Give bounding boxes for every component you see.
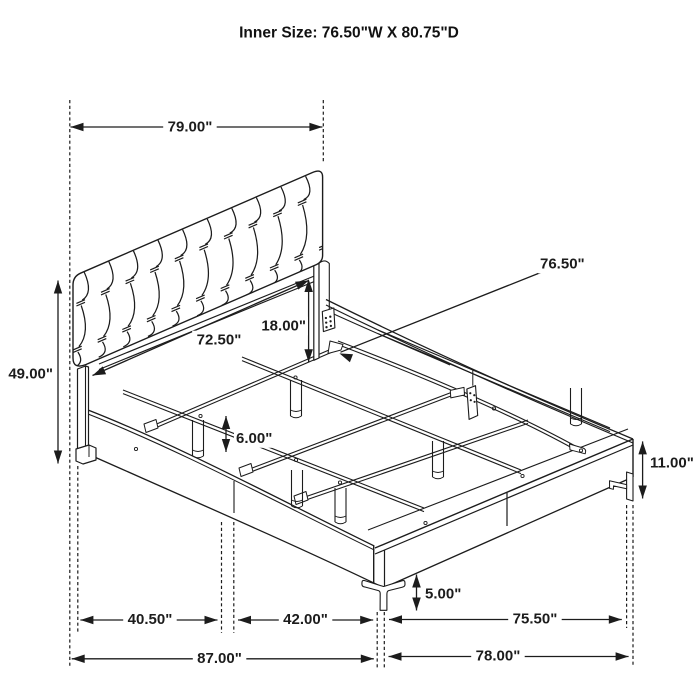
svg-text:78.00": 78.00" <box>476 648 521 665</box>
svg-text:49.00": 49.00" <box>8 366 53 383</box>
svg-text:42.00": 42.00" <box>283 611 328 628</box>
svg-text:40.50": 40.50" <box>128 611 173 628</box>
svg-text:18.00": 18.00" <box>261 318 306 335</box>
svg-text:72.50": 72.50" <box>197 332 242 349</box>
svg-text:76.50": 76.50" <box>540 256 585 273</box>
svg-text:75.50": 75.50" <box>513 611 558 628</box>
svg-text:87.00": 87.00" <box>197 650 242 667</box>
svg-text:6.00": 6.00" <box>236 430 272 447</box>
svg-text:5.00": 5.00" <box>425 586 461 603</box>
svg-text:11.00": 11.00" <box>650 455 694 472</box>
svg-text:Inner Size: 76.50"W X 80.75"D: Inner Size: 76.50"W X 80.75"D <box>239 25 459 42</box>
svg-text:79.00": 79.00" <box>168 119 213 136</box>
